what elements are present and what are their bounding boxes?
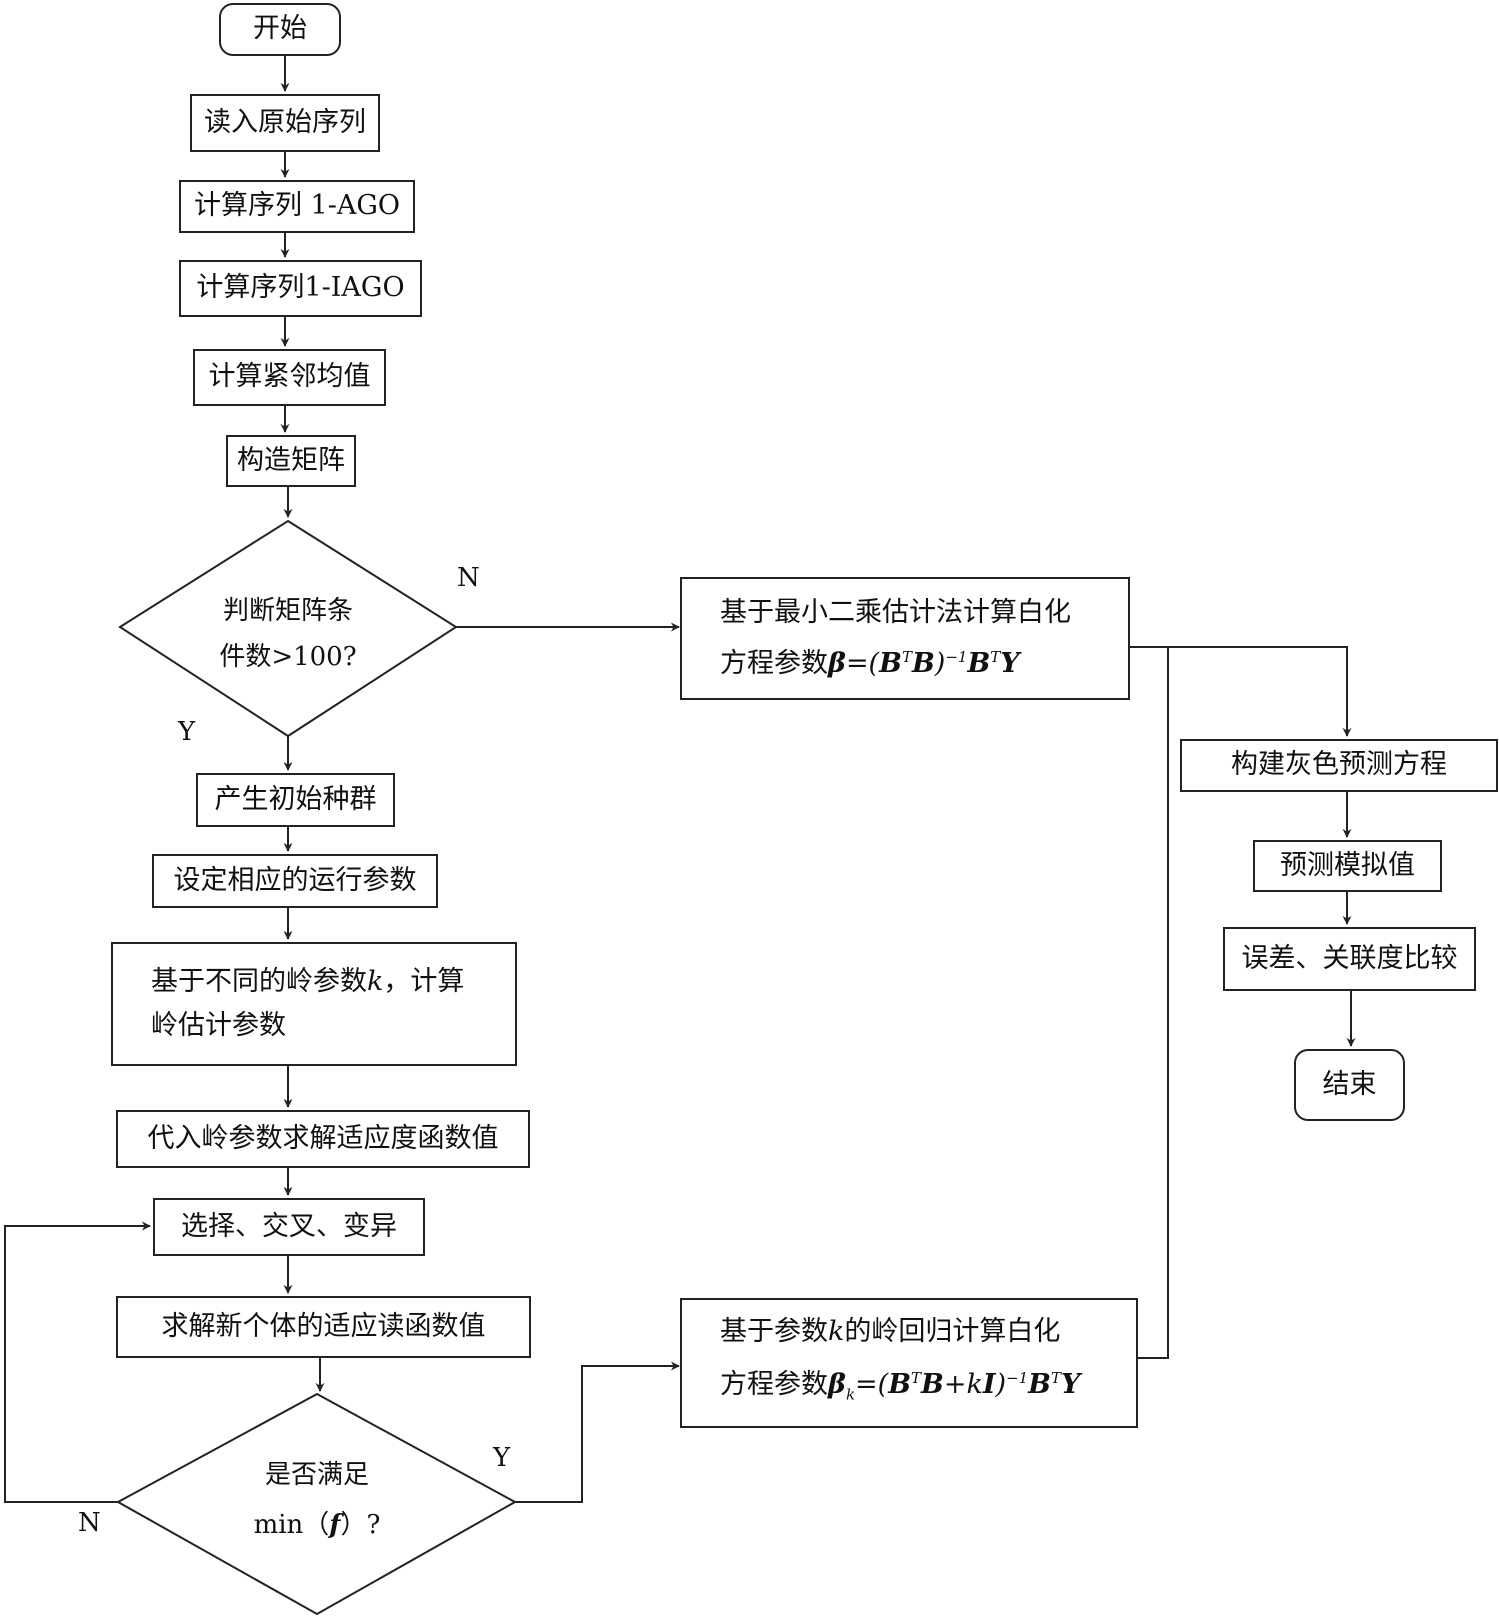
least-squares-line2: 方程参数β=(BTB)−1BTY: [720, 635, 1020, 686]
adjacent-mean-label: 计算紧邻均值: [208, 361, 371, 393]
read-sequence-label: 读入原始序列: [204, 106, 366, 138]
ls-beta-symbol: β: [828, 648, 846, 679]
initial-population-box: 产生初始种群: [196, 773, 395, 827]
ridge-estimate-box: 基于不同的岭参数k，计算 岭估计参数: [111, 942, 517, 1066]
condition-text: 判断矩阵条 件数>100?: [198, 588, 378, 680]
min-yes-label: Y: [493, 1443, 511, 1473]
construct-matrix-label: 构造矩阵: [237, 444, 345, 476]
arrow-min-no: [4, 1221, 151, 1503]
ridge-regression-line2: 方程参数βk=(BTB+kI)−1BTY: [720, 1355, 1080, 1417]
kr-k-symbol: k: [828, 1315, 845, 1347]
min-condition-text: 是否满足 min（f）?: [217, 1450, 417, 1550]
end-label: 结束: [1322, 1068, 1377, 1100]
min-condition-line1: 是否满足: [264, 1460, 369, 1490]
least-squares-line1: 基于最小二乘估计法计算白化: [720, 597, 1071, 628]
arrow-ls-greyeq: [1129, 646, 1352, 737]
grey-equation-box: 构建灰色预测方程: [1180, 739, 1498, 792]
min-no-label: N: [78, 1508, 101, 1538]
ridge-estimate-line1: 基于不同的岭参数k，计算: [151, 960, 464, 1004]
condition-no-label: N: [457, 563, 480, 593]
fitness-box: 代入岭参数求解适应度函数值: [116, 1110, 530, 1168]
run-params-box: 设定相应的运行参数: [152, 854, 438, 908]
compare-box: 误差、关联度比较: [1223, 927, 1476, 991]
condition-line2: 件数>100?: [219, 642, 357, 672]
kr-line1-text: 基于参数: [720, 1315, 828, 1347]
ridge-k-symbol: k: [367, 966, 384, 997]
ls-formula: =(BTB)−1BTY: [845, 648, 1020, 679]
ls-line2-text: 方程参数: [720, 648, 828, 679]
predict-label: 预测模拟值: [1280, 849, 1415, 881]
end-node: 结束: [1294, 1049, 1405, 1121]
ridge-line1-text: 基于不同的岭参数: [151, 966, 367, 997]
new-fitness-label: 求解新个体的适应读函数值: [161, 1310, 486, 1342]
kr-line2-text: 方程参数: [720, 1368, 828, 1400]
selection-crossover-mutation-box: 选择、交叉、变异: [153, 1198, 425, 1256]
grey-equation-label: 构建灰色预测方程: [1231, 749, 1447, 781]
decision-diamond-min: [115, 1392, 518, 1616]
start-label: 开始: [253, 13, 307, 45]
fitness-label: 代入岭参数求解适应度函数值: [147, 1122, 499, 1154]
line-kr-merge: [1137, 647, 1169, 1359]
ridge-line1-tail: ，计算: [383, 966, 465, 997]
kr-beta-symbol: β: [828, 1368, 846, 1400]
min-suffix: ）?: [340, 1510, 381, 1540]
ago-box: 计算序列 1-AGO: [179, 180, 415, 233]
start-node: 开始: [219, 3, 341, 56]
selection-crossover-mutation-label: 选择、交叉、变异: [181, 1210, 397, 1242]
compare-label: 误差、关联度比较: [1241, 942, 1458, 974]
kr-line1-tail: 的岭回归计算白化: [844, 1315, 1061, 1347]
arrow-min-yes: [515, 1361, 680, 1503]
ridge-regression-box: 基于参数k的岭回归计算白化 方程参数βk=(BTB+kI)−1BTY: [680, 1298, 1138, 1428]
ridge-estimate-line2: 岭估计参数: [151, 1010, 286, 1041]
least-squares-box: 基于最小二乘估计法计算白化 方程参数β=(BTB)−1BTY: [680, 577, 1130, 700]
kr-formula: =(BTB+kI)−1BTY: [855, 1368, 1081, 1400]
condition-line1: 判断矩阵条: [222, 596, 353, 626]
run-params-label: 设定相应的运行参数: [173, 864, 417, 896]
iago-label: 计算序列1-IAGO: [196, 272, 405, 304]
new-fitness-box: 求解新个体的适应读函数值: [116, 1296, 531, 1358]
condition-yes-label: Y: [178, 717, 196, 747]
ago-label: 计算序列 1-AGO: [193, 190, 401, 222]
kr-beta-subscript: k: [845, 1385, 856, 1404]
read-sequence-box: 读入原始序列: [190, 94, 380, 152]
iago-box: 计算序列1-IAGO: [179, 260, 422, 317]
ridge-regression-line1: 基于参数k的岭回归计算白化: [720, 1309, 1060, 1355]
construct-matrix-box: 构造矩阵: [226, 435, 356, 487]
initial-population-label: 产生初始种群: [214, 783, 377, 815]
adjacent-mean-box: 计算紧邻均值: [193, 349, 386, 406]
decision-diamond-condition: [118, 519, 458, 738]
min-prefix: min（: [253, 1510, 330, 1540]
min-f-symbol: f: [329, 1510, 341, 1540]
predict-box: 预测模拟值: [1253, 840, 1442, 892]
min-condition-line2: min（f）?: [217, 1500, 417, 1550]
